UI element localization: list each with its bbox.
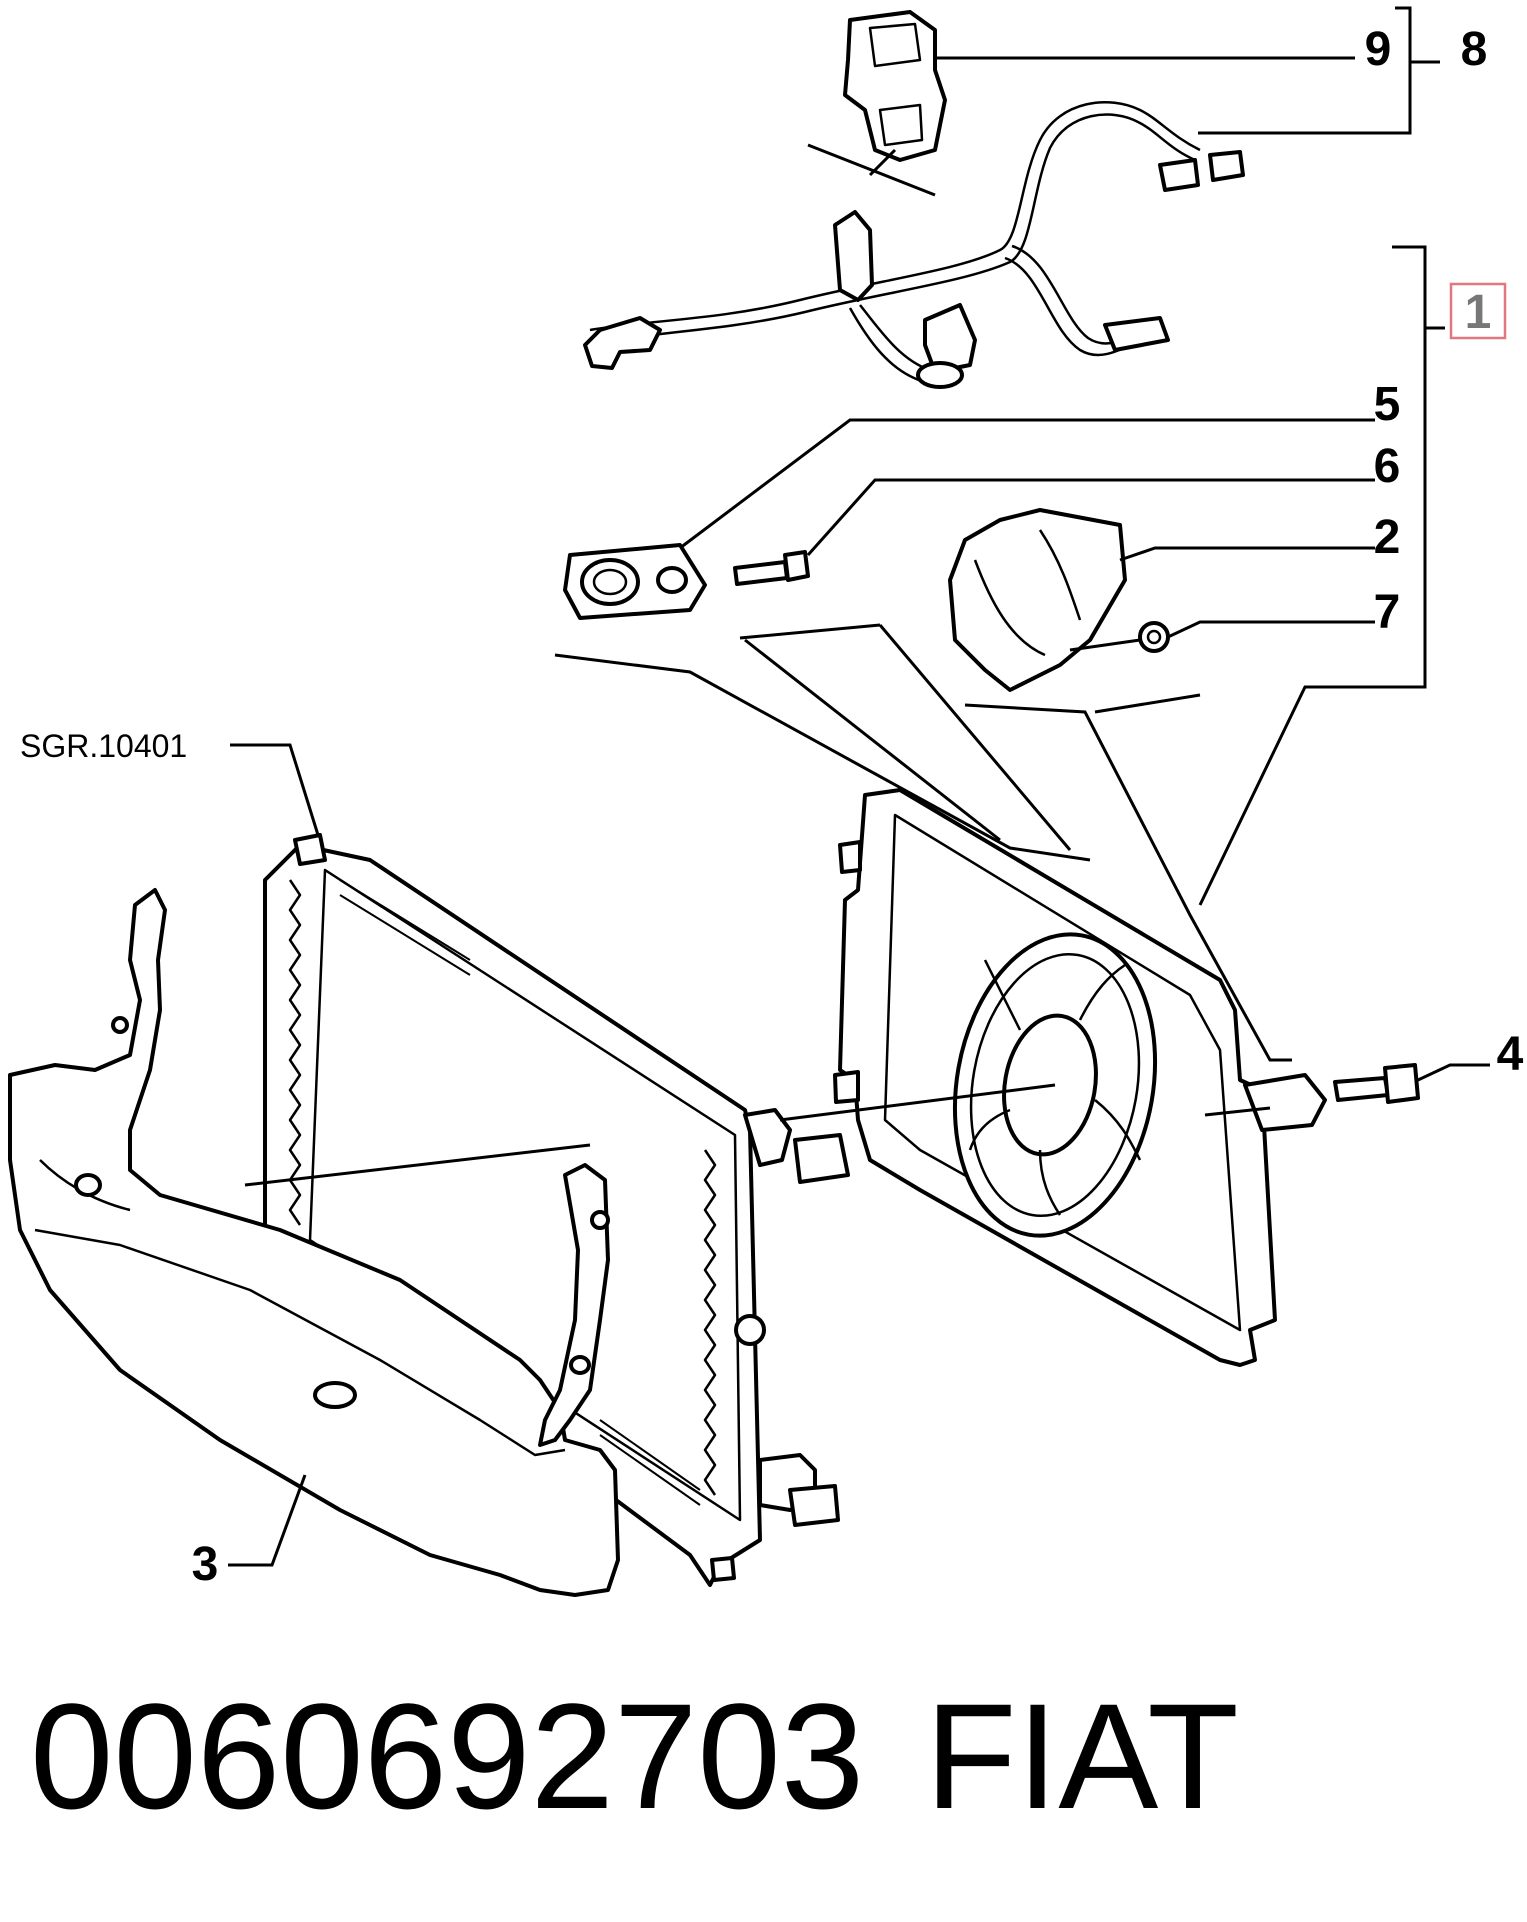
footer: 0060692703 FIAT (30, 1672, 1239, 1840)
callout-5: 5 (1374, 378, 1401, 431)
radiator-drawing (263, 833, 850, 1587)
callout-8: 8 (1461, 23, 1488, 76)
callout-9: 9 (1365, 23, 1392, 76)
callout-3: 3 (192, 1538, 219, 1591)
switch-and-screw-drawing (563, 543, 810, 620)
fan-shroud-drawing (833, 788, 1420, 1367)
part-number: 0060692703 (30, 1672, 864, 1840)
callout-1: 1 (1465, 286, 1492, 339)
air-deflector-drawing (8, 888, 620, 1597)
highlight-box (1449, 282, 1507, 340)
leader-lines (228, 6, 1490, 1567)
sgr-reference-label: SGR.10401 (20, 728, 187, 764)
callout-labels: 1 2 3 4 5 6 7 8 9 SGR.10401 (20, 23, 1524, 1591)
callout-6: 6 (1374, 440, 1401, 493)
brand-name: FIAT (925, 1672, 1239, 1840)
callout-2: 2 (1374, 511, 1401, 564)
callout-4: 4 (1497, 1028, 1524, 1081)
callout-7: 7 (1374, 586, 1401, 639)
wiring-harness-drawing (583, 10, 1245, 389)
motor-cover-and-nut-drawing (948, 508, 1170, 692)
